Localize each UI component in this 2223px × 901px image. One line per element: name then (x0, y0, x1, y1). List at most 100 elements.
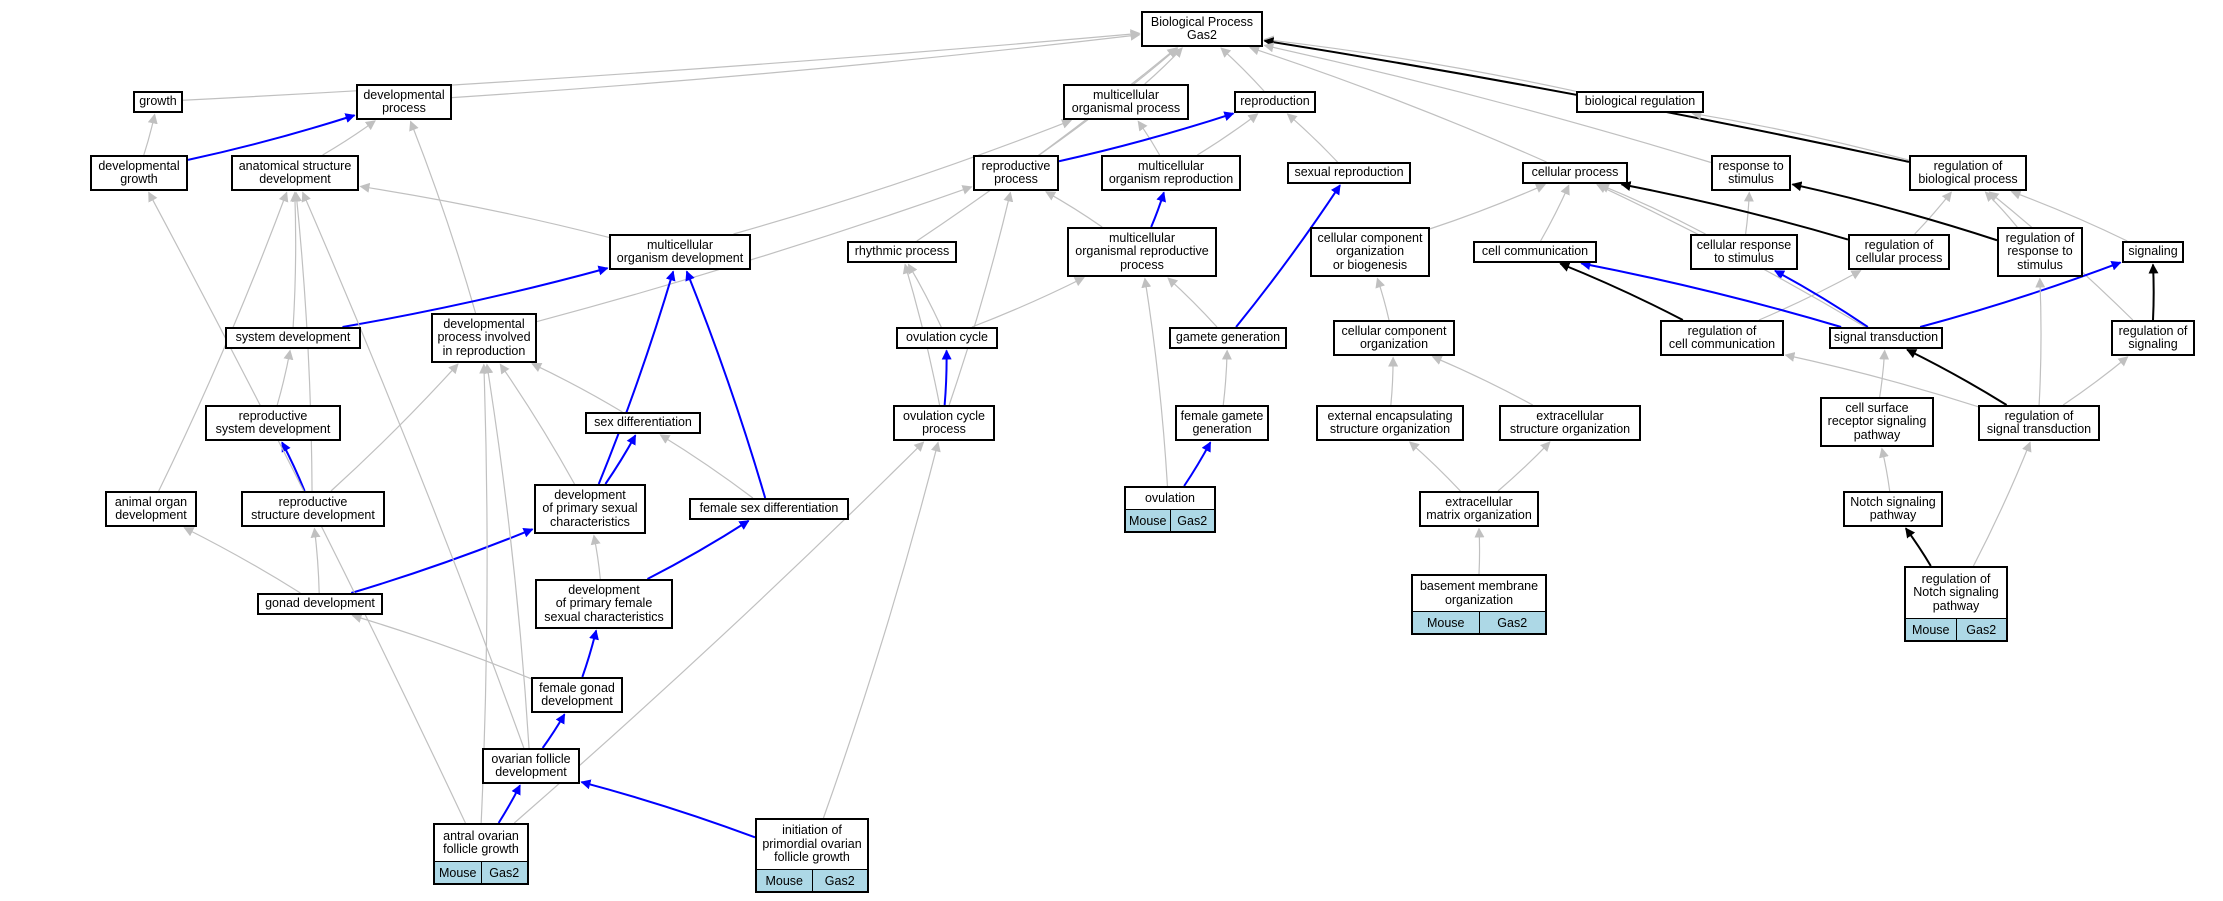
edge-devprimsex-to-devrepro (499, 363, 576, 485)
edge-devprimfem-to-femsexdiff (646, 519, 750, 580)
node-regulation-of-response-to-stimulus[interactable]: regulation of response to stimulus (1997, 227, 2083, 277)
node-development-of-primary-sexual-characteristics[interactable]: development of primary sexual characteri… (534, 484, 646, 534)
node-signal-transduction[interactable]: signal transduction (1829, 327, 1943, 349)
edge-reprosysdev-to-sysdev (276, 349, 294, 406)
node-regulation-of-notch-signaling-pathway[interactable]: regulation of Notch signaling pathway Mo… (1904, 566, 2008, 642)
node-reproductive-process[interactable]: reproductive process (973, 155, 1059, 191)
edge-ovfoll-to-devrepro (483, 363, 530, 749)
edge-extencap-to-ccorg (1388, 356, 1399, 406)
edge-signaling-to-regbio (2010, 190, 2128, 242)
species-cell: Mouse (1126, 510, 1170, 531)
node-response-to-stimulus[interactable]: response to stimulus (1711, 155, 1791, 191)
node-extracellular-structure-organization[interactable]: extracellular structure organization (1499, 405, 1641, 441)
edge-multirepro-to-repro (1197, 113, 1259, 156)
edge-regsig-to-signaling (2148, 263, 2159, 321)
node-initiation-of-primordial-ovarian-follicle-growth[interactable]: initiation of primordial ovarian follicl… (755, 818, 869, 893)
node-biological-process[interactable]: Biological Process Gas2 (1141, 11, 1263, 47)
node-regulation-of-cell-communication[interactable]: regulation of cell communication (1660, 320, 1784, 356)
edge-devprimsex-to-multidev (597, 270, 676, 485)
edge-regsigtrans-to-regresp (2035, 277, 2046, 406)
node-signaling[interactable]: signaling (2122, 241, 2184, 263)
node-label: initiation of primordial ovarian follicl… (762, 823, 862, 865)
node-extracellular-matrix-organization[interactable]: extracellular matrix organization (1419, 491, 1539, 527)
edge-gonaddev-to-devprimsex (350, 527, 534, 594)
edge-femgamete-to-gametegen (1221, 349, 1232, 406)
edge-regnotch-to-notch (1904, 527, 1932, 567)
edge-devrepro-to-reproproc (536, 185, 973, 323)
node-anatomical-structure-development[interactable]: anatomical structure development (231, 155, 359, 191)
edge-regresp-to-respstim (1791, 181, 1998, 242)
node-animal-organ-development[interactable]: animal organ development (105, 491, 197, 527)
node-female-gamete-generation[interactable]: female gamete generation (1175, 405, 1269, 441)
edge-gametegen-to-sexrepro (1235, 184, 1341, 328)
edge-reprostruct-to-reprosysdev (281, 441, 306, 492)
node-ovulation-cycle-process[interactable]: ovulation cycle process (893, 405, 995, 441)
node-rhythmic-process[interactable]: rhythmic process (847, 241, 957, 263)
node-system-development[interactable]: system development (225, 327, 361, 349)
node-multicellular-organismal-reproductive-process[interactable]: multicellular organismal reproductive pr… (1067, 227, 1217, 277)
edge-ccob-to-cellproc (1429, 183, 1546, 230)
edge-reproproc-to-repro (1058, 111, 1235, 163)
edge-ovcycle-to-multireproproc (971, 277, 1085, 328)
node-regulation-of-signaling[interactable]: regulation of signaling (2111, 320, 2195, 356)
node-growth[interactable]: growth (133, 91, 183, 113)
edge-regsigtrans-to-regcomm (1784, 352, 1979, 408)
node-multicellular-organismal-process[interactable]: multicellular organismal process (1063, 84, 1189, 120)
edge-devgrowth-to-growth (143, 113, 158, 156)
edge-cellresp-to-cellproc (1598, 183, 1706, 235)
node-sex-differentiation[interactable]: sex differentiation (585, 412, 701, 434)
edge-ovulation-to-femgamete (1183, 441, 1212, 487)
node-cell-communication[interactable]: cell communication (1473, 241, 1597, 263)
node-regulation-of-signal-transduction[interactable]: regulation of signal transduction (1978, 405, 2100, 441)
edge-devprimsex-to-sexdiff (604, 434, 637, 485)
node-ovarian-follicle-development[interactable]: ovarian follicle development (482, 748, 580, 784)
node-biological-regulation[interactable]: biological regulation (1576, 91, 1704, 113)
node-gonad-development[interactable]: gonad development (257, 593, 383, 615)
edge-ovfoll-to-anatdev (301, 191, 525, 749)
node-female-sex-differentiation[interactable]: female sex differentiation (689, 498, 849, 520)
edge-sigtrans-to-cellresp (1774, 269, 1869, 328)
edge-cellsurf-to-sigtrans (1879, 349, 1890, 398)
node-external-encapsulating-structure-organization[interactable]: external encapsulating structure organiz… (1316, 405, 1464, 441)
node-multicellular-organism-reproduction[interactable]: multicellular organism reproduction (1101, 155, 1241, 191)
edge-femgonad-to-devprimfem (581, 629, 599, 678)
node-gamete-generation[interactable]: gamete generation (1169, 327, 1287, 349)
edge-multireproproc-to-multirepro (1150, 191, 1166, 228)
node-label: antral ovarian follicle growth (443, 828, 519, 856)
gene-cell: Gas2 (1478, 612, 1545, 633)
node-cellular-component-organization[interactable]: cellular component organization (1333, 320, 1455, 356)
node-developmental-growth[interactable]: developmental growth (90, 155, 188, 191)
node-multicellular-organism-development[interactable]: multicellular organism development (609, 234, 751, 270)
node-reproductive-system-development[interactable]: reproductive system development (205, 405, 341, 441)
edge-cellproc-to-bp (1249, 45, 1547, 163)
node-developmental-process-involved-in-reproduction[interactable]: developmental process involved in reprod… (431, 313, 537, 363)
node-ovulation-cycle[interactable]: ovulation cycle (896, 327, 998, 349)
edge-extstruct-to-ccorg (1431, 355, 1534, 406)
node-cellular-component-organization-or-biogenesis[interactable]: cellular component organization or bioge… (1310, 227, 1430, 277)
edge-ccorg-to-ccob (1375, 277, 1390, 321)
node-label: ovulation (1144, 490, 1196, 505)
node-developmental-process[interactable]: developmental process (356, 84, 452, 120)
edge-ovcycleproc-to-ovcycle (941, 349, 952, 406)
edge-regcell-to-regbio (1914, 191, 1952, 235)
node-sexual-reproduction[interactable]: sexual reproduction (1287, 162, 1411, 184)
node-female-gonad-development[interactable]: female gonad development (531, 677, 623, 713)
node-regulation-of-cellular-process[interactable]: regulation of cellular process (1848, 234, 1950, 270)
node-regulation-of-biological-process[interactable]: regulation of biological process (1909, 155, 2027, 191)
node-cellular-response-to-stimulus[interactable]: cellular response to stimulus (1690, 234, 1798, 270)
edge-sigtrans-to-cellcomm (1580, 260, 1842, 328)
species-cell: Mouse (1413, 612, 1479, 633)
node-reproductive-structure-development[interactable]: reproductive structure development (241, 491, 385, 527)
node-notch-signaling-pathway[interactable]: Notch signaling pathway (1843, 491, 1943, 527)
node-reproduction[interactable]: reproduction (1234, 91, 1316, 113)
edge-multidev-to-anatdev (359, 182, 610, 239)
node-cell-surface-receptor-signaling-pathway[interactable]: cell surface receptor signaling pathway (1820, 397, 1934, 447)
node-development-of-primary-female-sexual-characteristics[interactable]: development of primary female sexual cha… (535, 579, 673, 629)
node-cellular-process[interactable]: cellular process (1522, 162, 1628, 184)
edge-gonaddev-to-reprostruct (310, 527, 321, 594)
edge-regcell-to-cellproc (1620, 181, 1849, 241)
edge-repro-to-bp (1220, 47, 1265, 92)
